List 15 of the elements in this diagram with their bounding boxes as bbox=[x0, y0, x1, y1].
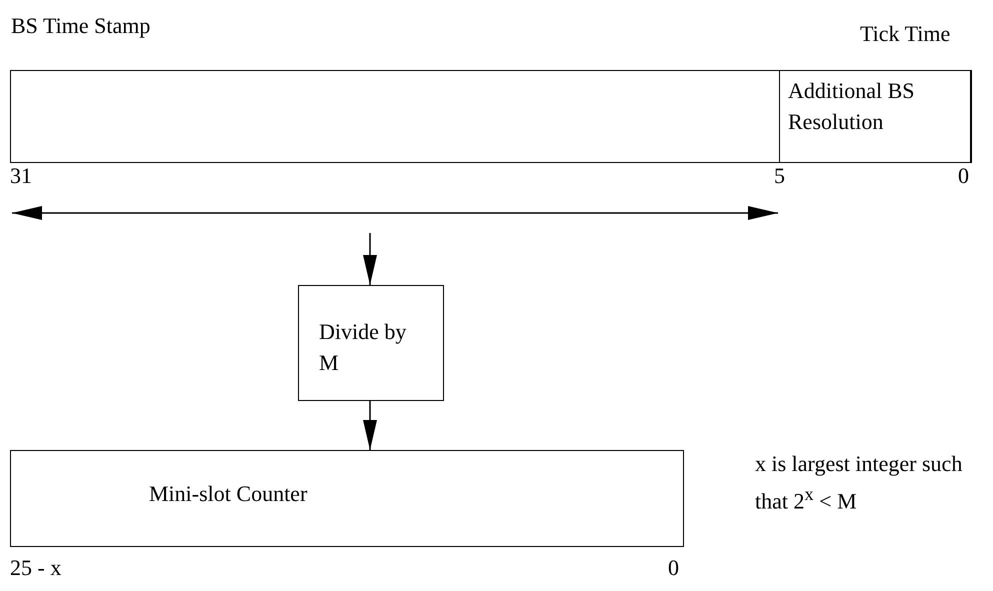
bit-number: 0 bbox=[958, 163, 969, 189]
bit-number: 0 bbox=[668, 555, 679, 581]
note-text: x is largest integer such that 2$^{x}$ < M bbox=[755, 450, 964, 516]
counter-label: Mini-slot Counter bbox=[149, 481, 308, 507]
arrow bbox=[363, 233, 377, 285]
process-box bbox=[298, 285, 444, 401]
bit-number: 25 - x bbox=[10, 555, 62, 581]
bit-number: 5 bbox=[774, 163, 785, 189]
register-heading: BS Time Stamp bbox=[11, 13, 150, 39]
arrow bbox=[363, 401, 377, 450]
bit-number: 31 bbox=[10, 163, 32, 189]
field-label: Additional BS Resolution bbox=[788, 76, 916, 136]
counter-box bbox=[10, 450, 684, 547]
process-label: Divide by M bbox=[319, 318, 408, 377]
field-heading: Tick Time bbox=[860, 20, 950, 46]
